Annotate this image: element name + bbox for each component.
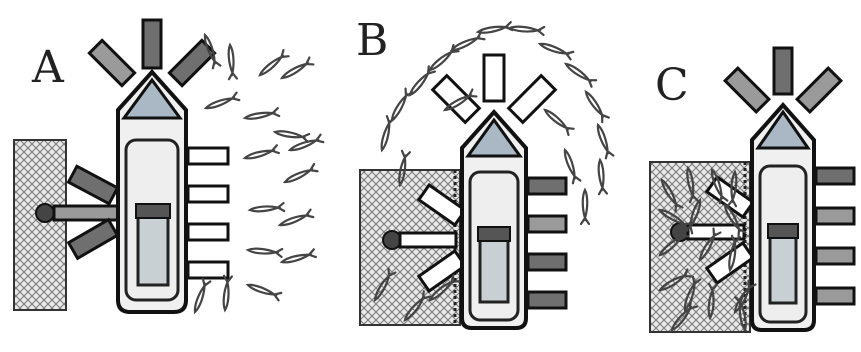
top-lamp-a-center: [143, 20, 161, 68]
top-lamp-a-left: [89, 40, 134, 85]
right-lamp-c-2: [816, 208, 854, 224]
side-lamp-a-2: [69, 220, 118, 259]
top-lamp-c-left: [725, 68, 769, 112]
right-lamp-b-1: [528, 178, 566, 194]
side-lamp-a-1: [68, 166, 117, 203]
net-a: [14, 140, 66, 310]
net-buoy-a: [36, 204, 54, 222]
boat-engine-cap-a: [136, 204, 170, 218]
right-lamp-b-3: [528, 254, 566, 270]
right-lamp-b-4: [528, 292, 566, 308]
panel-label-c: C: [655, 60, 689, 111]
right-lamp-a-4: [188, 262, 228, 278]
boat-engine-cap-c: [768, 224, 798, 238]
panel-c: C: [650, 48, 854, 333]
right-lamp-b-2: [528, 216, 566, 232]
right-lamp-c-4: [816, 288, 854, 304]
net-buoy-b: [383, 231, 401, 249]
top-lamp-c-center: [774, 48, 792, 94]
top-lamp-b-left: [433, 76, 480, 123]
net-boom-a: [54, 206, 118, 220]
right-lamp-c-1: [816, 168, 854, 184]
right-lamp-a-3: [188, 224, 228, 240]
panel-label-b: B: [356, 15, 388, 66]
panel-b: B: [356, 15, 613, 328]
right-lamp-a-2: [188, 186, 228, 202]
right-lamp-c-3: [816, 248, 854, 264]
panel-label-a: A: [31, 42, 65, 93]
panel-a: A: [14, 20, 323, 313]
boat-engine-cap-b: [478, 227, 510, 241]
right-lamp-a-1: [188, 148, 228, 164]
top-lamp-c-right: [797, 68, 841, 112]
net-boom-b: [400, 233, 456, 247]
top-lamp-b-center: [484, 55, 504, 101]
